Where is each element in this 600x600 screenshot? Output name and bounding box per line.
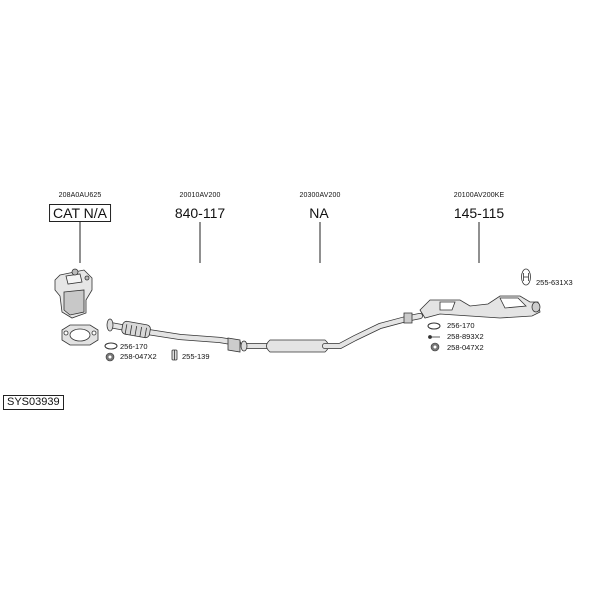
part-label-rear-silencer[interactable]: 145-115 [453, 205, 505, 221]
front-gasket-label: 256-170 [120, 342, 148, 351]
catalyst-flange [61, 324, 99, 346]
centre-silencer-drawing [240, 312, 423, 353]
part-label-front-pipe[interactable]: 840-117 [174, 205, 226, 221]
gasket-icon [104, 342, 118, 350]
part-label-centre-silencer[interactable]: NA [309, 205, 329, 221]
front-pipe-drawing [106, 318, 241, 353]
clamp-icon [171, 349, 178, 361]
catalyst-drawing [54, 268, 93, 319]
hanger-label: 255-631X3 [536, 278, 573, 287]
rear-bolt-label: 258-893X2 [447, 332, 484, 341]
hanger-icon [521, 268, 531, 286]
gasket-icon [427, 322, 441, 330]
oe-number-catalyst: 208A0AU625 [58, 192, 102, 199]
rear-silencer-drawing [419, 295, 541, 319]
oe-number-rear-silencer: 20100AV200KE [453, 192, 505, 199]
spring-nut-icon [430, 342, 440, 352]
rear-nut-label: 258-047X2 [447, 343, 484, 352]
front-nut-label: 258-047X2 [120, 352, 157, 361]
middle-clamp-label: 255-139 [182, 352, 210, 361]
oe-number-centre-silencer: 20300AV200 [299, 192, 341, 199]
oe-number-front-pipe: 20010AV200 [179, 192, 221, 199]
system-code: SYS03939 [3, 395, 64, 410]
part-label-catalyst[interactable]: CAT N/A [49, 204, 111, 222]
spring-nut-icon [105, 352, 115, 362]
rear-gasket-label: 256-170 [447, 321, 475, 330]
bolt-icon [428, 335, 440, 339]
